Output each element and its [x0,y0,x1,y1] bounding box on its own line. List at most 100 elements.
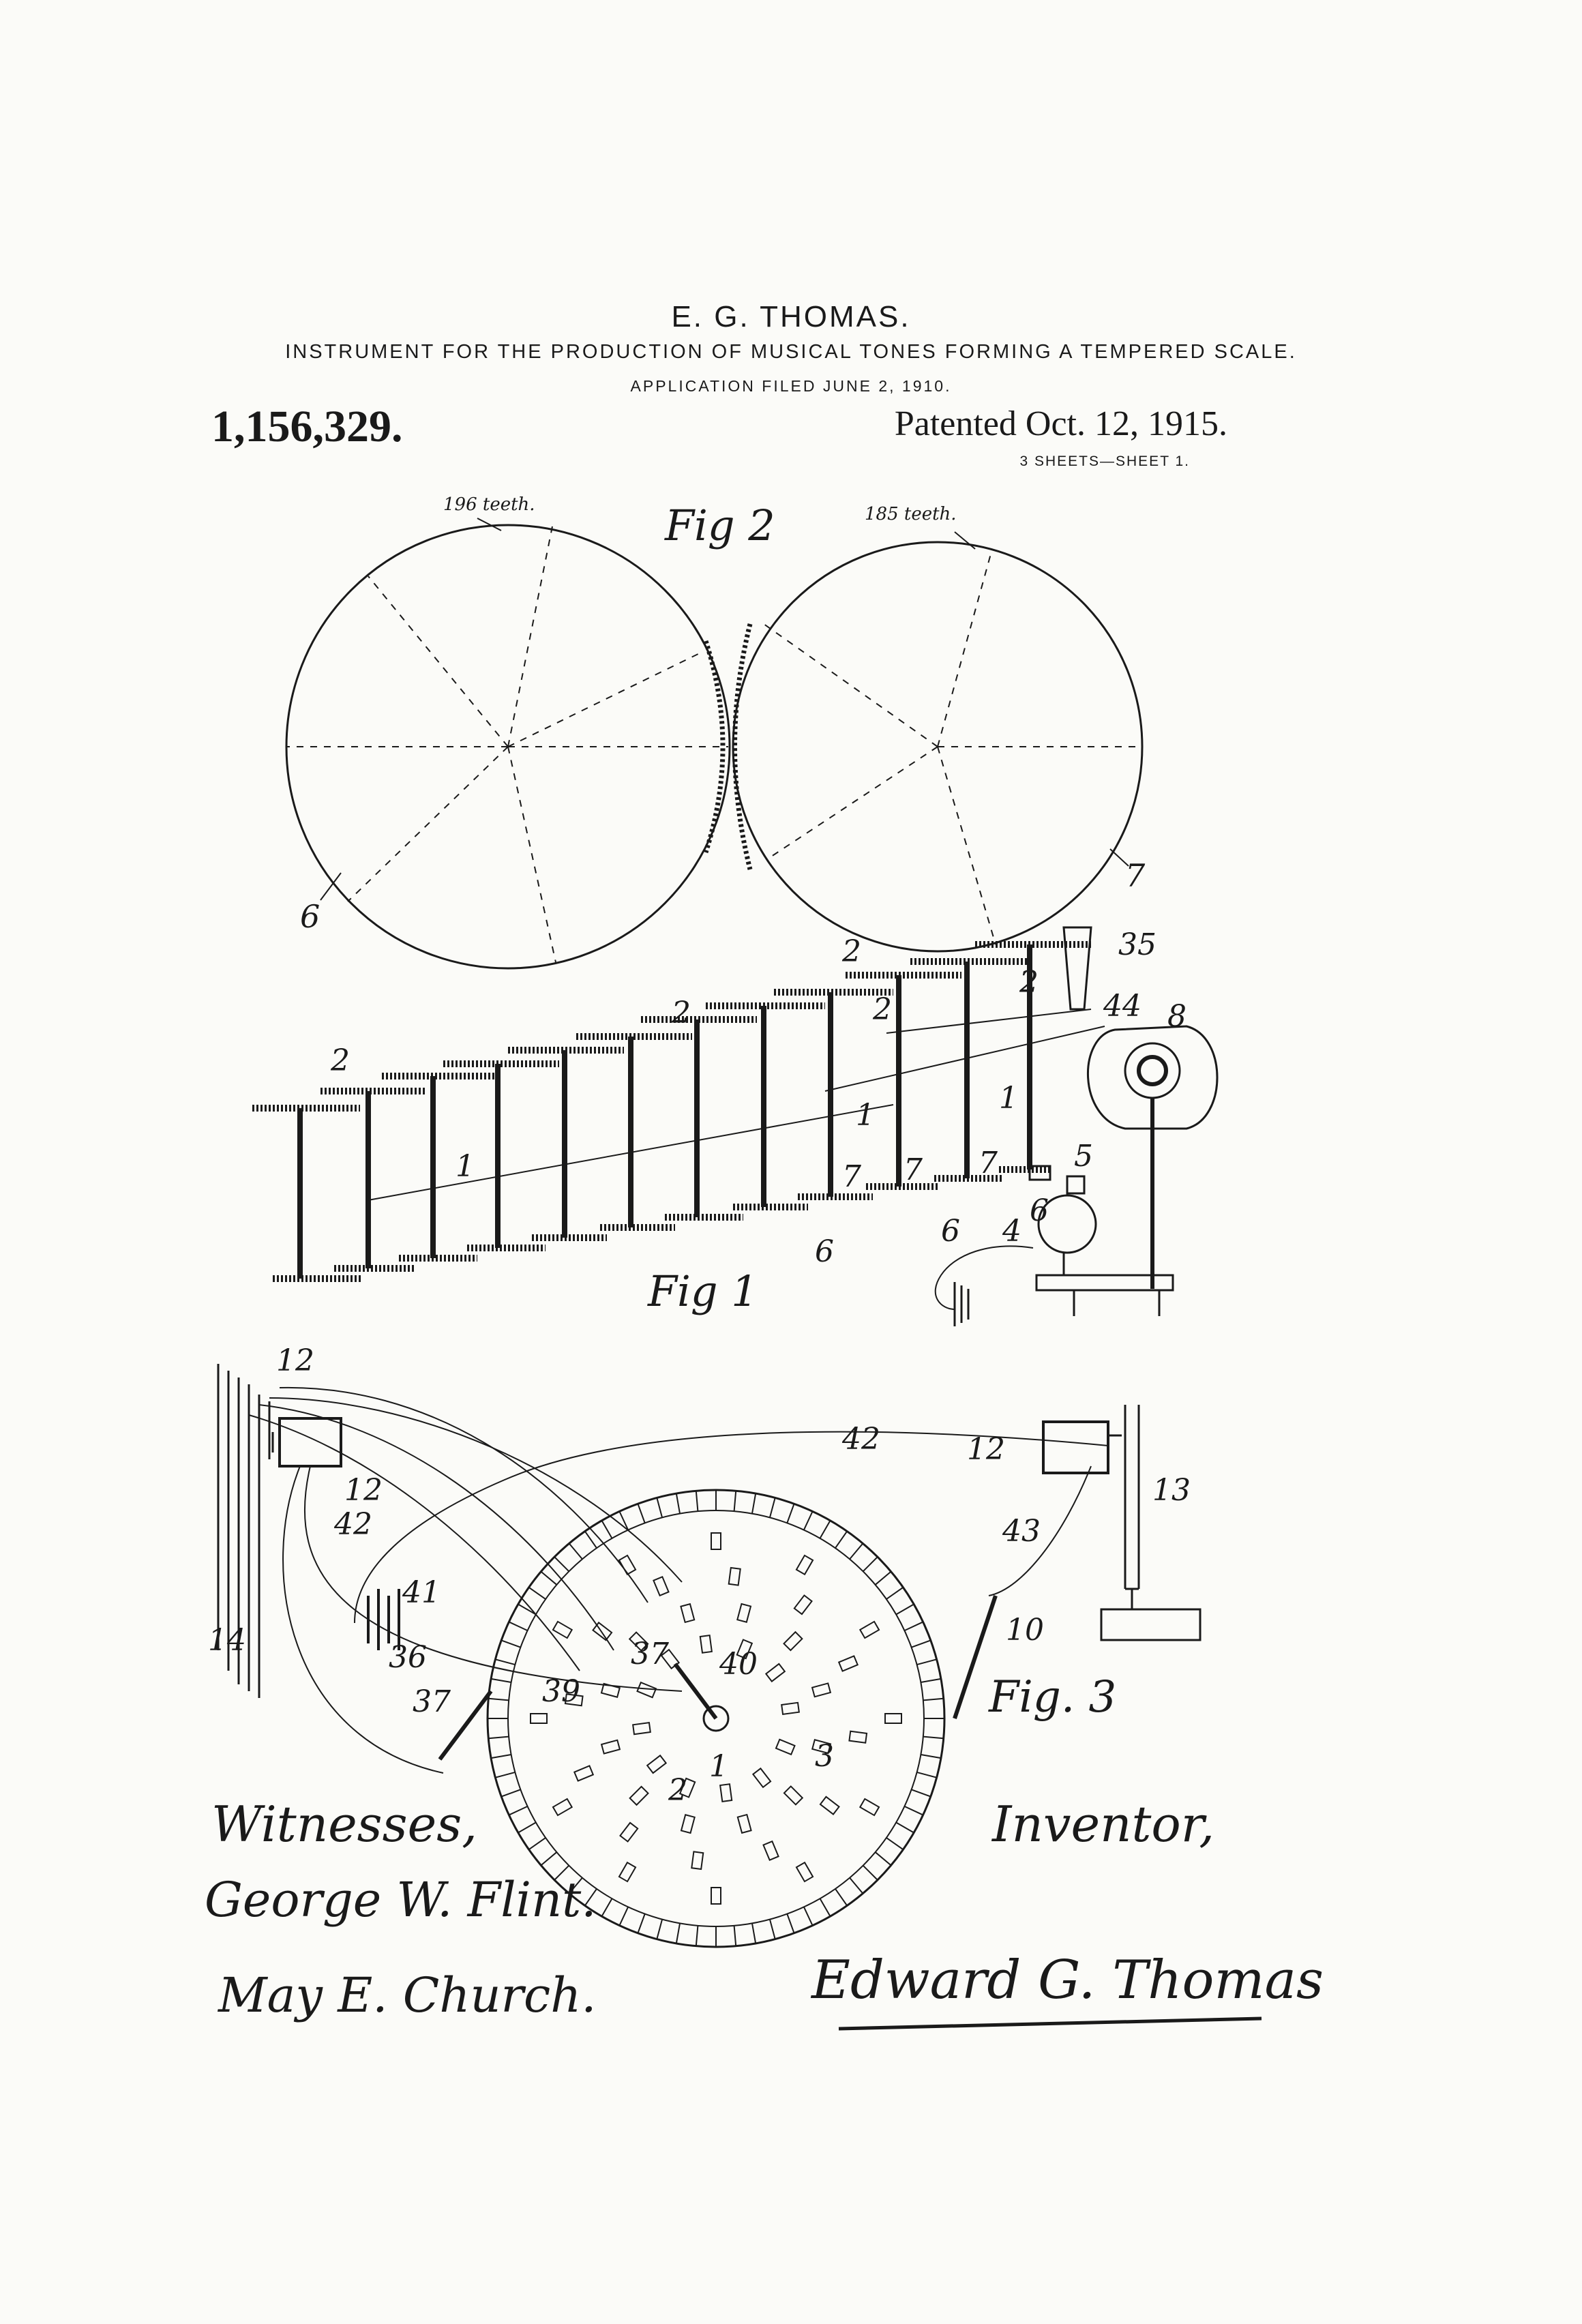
disk-tooth [490,1753,511,1759]
disk-tooth [768,1919,776,1939]
fig1-ref: 2 [671,996,691,1030]
disk-tooth [751,1493,757,1514]
disk-slot [848,1730,868,1744]
disk-tooth [819,1898,831,1917]
disk-tooth [849,1877,864,1894]
disk-tooth [733,1491,737,1512]
disk-slot [573,1765,595,1782]
disk-slot [552,1798,573,1817]
sheet-count: 3 SHEETS—SHEET 1. [1019,453,1190,469]
disk-tooth [786,1503,795,1523]
fig1-caption: Fig 1 [647,1266,758,1316]
patent-number: 1,156,329. [211,402,403,451]
disk-tooth [803,1907,814,1926]
disk-slot [632,1721,651,1735]
fig2-drawing [285,518,1144,970]
tone-wheel-8 [1087,1025,1219,1289]
disk-slot [783,1630,803,1652]
fig1-ref: 6 [1030,1193,1049,1228]
disk-tooth [916,1771,937,1778]
fig3-ref: 42 [333,1507,372,1542]
disk-tooth [528,1587,546,1600]
disk-tooth [618,1907,629,1926]
disk-slot [783,1785,804,1806]
disk-tooth [895,1821,914,1834]
fig2-ref-7: 7 [1125,857,1146,894]
fig1-ref: 8 [1167,999,1186,1034]
disk-tooth [819,1520,831,1539]
disk-slot [678,1777,696,1798]
disk-slot [600,1739,621,1755]
fig1-reference-numerals: 2 2 2 2 2 1 1 1 7 7 7 6 6 6 5 4 8 35 44 [330,927,1186,1269]
fig3-ref: 1 [709,1749,728,1784]
disk-tooth [875,1570,892,1585]
disk-slot [728,1566,741,1586]
disk-slot [680,1814,696,1834]
disk-slot [781,1701,800,1716]
fig1-ref: 1 [999,1081,1018,1116]
disk-slot [764,1663,786,1683]
inventor-name: E. G. THOMAS. [671,300,911,333]
disk-tooth [488,1735,509,1740]
disk-slot [762,1840,779,1862]
disk-tooth [835,1531,848,1549]
disk-slot [884,1713,902,1724]
fig1-ref: 5 [1074,1139,1093,1174]
patent-date: Patented Oct. 12, 1915. [894,404,1227,443]
disk-tooth [695,1925,699,1946]
disk-slot [736,1603,752,1623]
disk-slot [795,1554,814,1576]
disk-slot [653,1575,670,1597]
disk-tooth [554,1556,570,1573]
disk-tooth [768,1498,776,1518]
disk-slot [711,1532,721,1550]
fig3-ref: 37 [413,1684,451,1719]
fig1-ref: 1 [856,1098,875,1133]
disk-slot [592,1622,613,1641]
inventor-signature: Edward G. Thomas [810,1950,1324,2011]
fig1-ref: 6 [815,1234,834,1269]
fig3-ref: 43 [1002,1514,1041,1549]
disk-tooth [886,1837,904,1850]
fig3-ref: 12 [967,1432,1005,1467]
disk-tooth [911,1639,931,1648]
disk-slot [618,1861,637,1883]
motor-4 [934,1194,1174,1326]
disk-slot [619,1821,639,1843]
fig3-ref: 42 [841,1422,880,1457]
magnet-12-right [1042,1420,1122,1474]
disk-slot [680,1603,696,1624]
disk-tooth [540,1851,557,1866]
disk-slot [711,1887,721,1905]
disk-tooth [584,1531,597,1549]
fig1-ref: 44 [1103,989,1141,1024]
disk-tooth [501,1789,521,1798]
disk-slot [636,1681,657,1699]
disk-tooth [875,1851,892,1866]
disk-slot [736,1813,752,1834]
fig1-ref: 7 [904,1152,923,1187]
fig3-ref: 2 [668,1773,687,1808]
disk-tooth [501,1639,521,1648]
inventor-signature-underline [838,2016,1262,2031]
fig1-ref: 2 [872,992,892,1027]
fig3-ref: 3 [815,1739,834,1774]
fig1-ref: 7 [979,1146,998,1180]
disk-slot [795,1861,814,1883]
witness-signature-1: George W. Flint. [205,1872,596,1928]
fig3-drawing [217,1364,1202,1948]
disk-tooth [911,1789,931,1798]
disk-tooth [849,1543,864,1560]
disk-tooth [923,1697,944,1701]
fig2-caption: Fig 2 [664,501,775,550]
disk-tooth [675,1923,681,1944]
disk-tooth [923,1735,944,1740]
fig1-drawing [252,926,1219,1326]
fig3-ref: 10 [1006,1613,1044,1648]
gear-196-teeth-label: 196 teeth. [443,494,535,515]
disk-slot [629,1785,649,1806]
disk-tooth [568,1543,583,1560]
disk-tooth [637,1503,646,1523]
fig3-caption: Fig. 3 [988,1672,1116,1723]
